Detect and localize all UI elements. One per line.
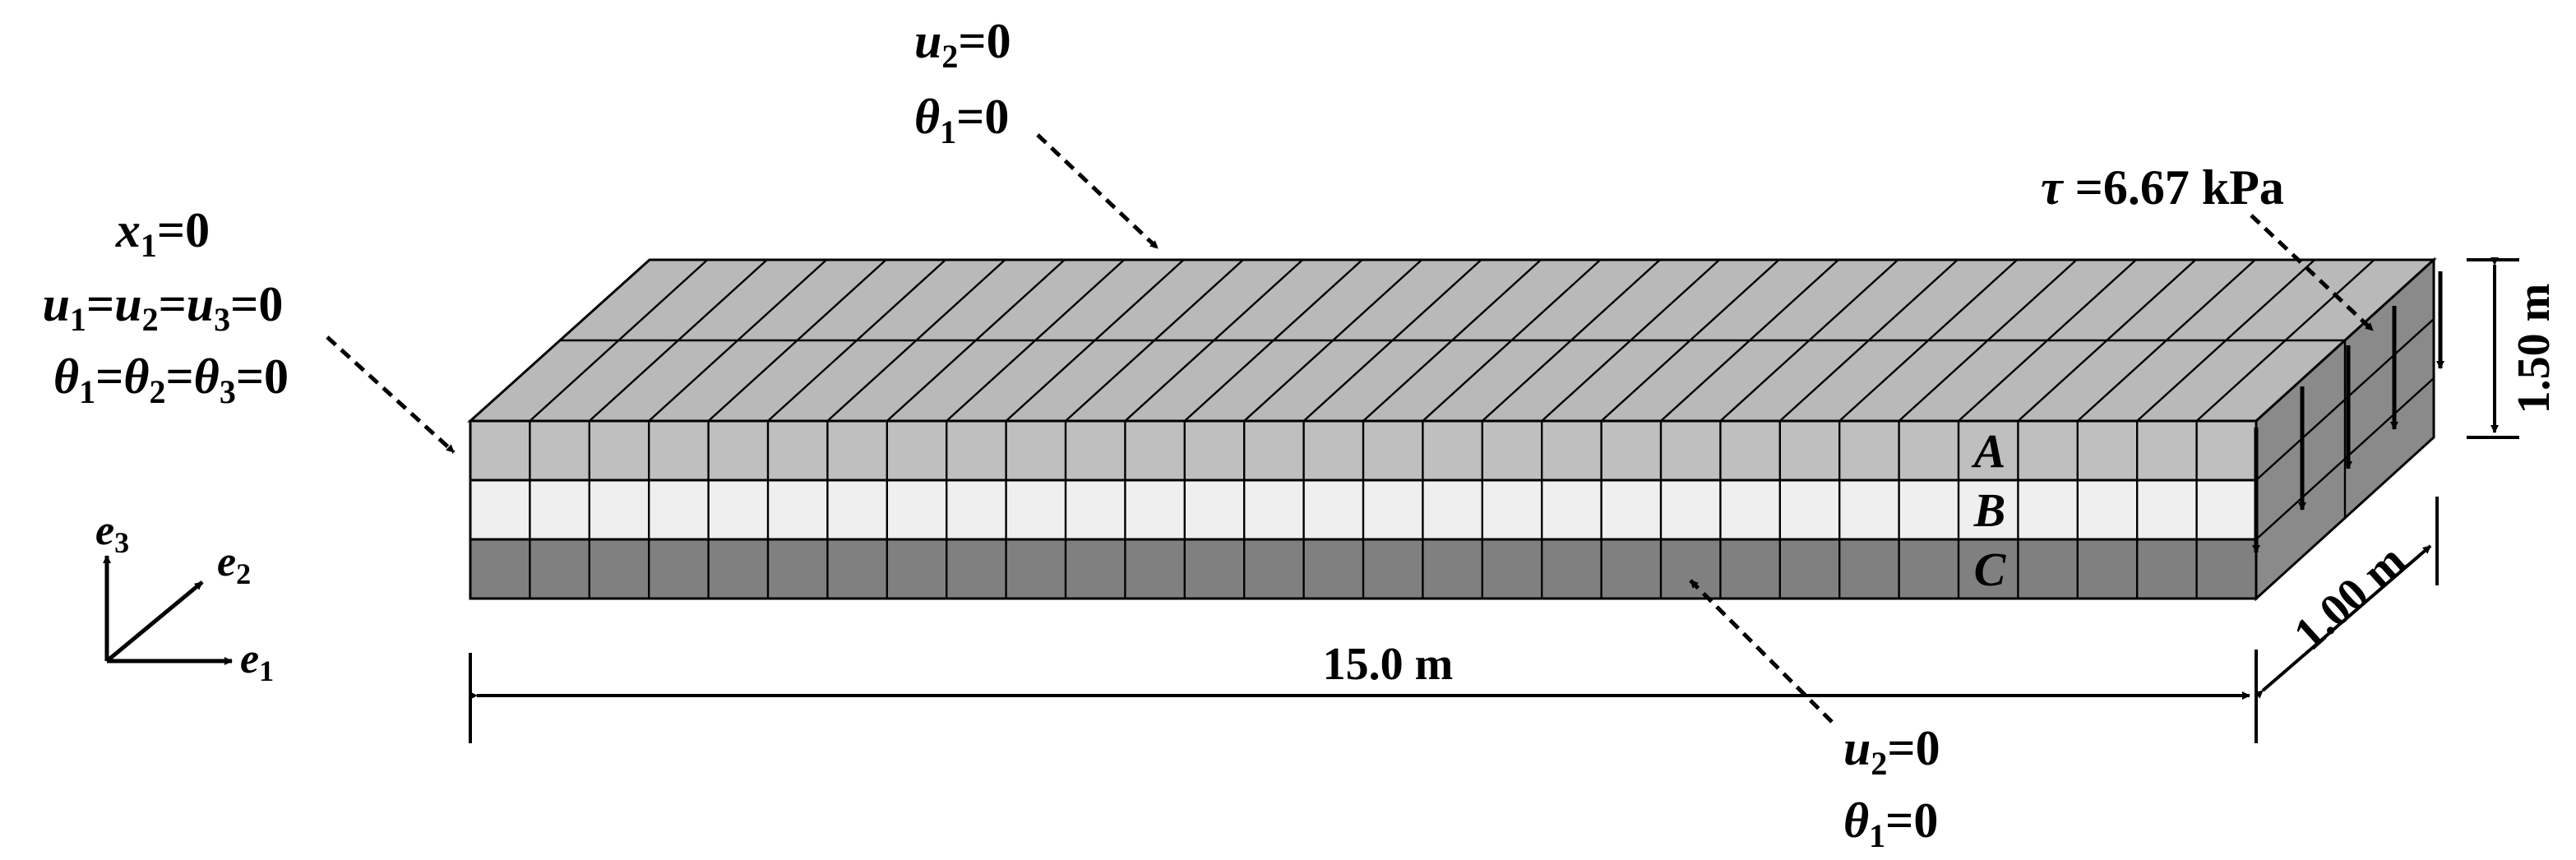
svg-text:u2=0: u2=0 [1843, 721, 1940, 782]
svg-text:θ1=0: θ1=0 [1843, 793, 1938, 854]
height-dimension: 1.50 m [2467, 257, 2560, 439]
bottom-bc-arrow [1689, 579, 1834, 724]
left-boundary-condition: x1=0 u1=u2=u3=0 θ1=θ2=θ3=0 [43, 203, 456, 454]
height-label: 1.50 m [2509, 284, 2560, 414]
traction-arrows [2252, 271, 2444, 553]
svg-text:θ1=θ2=θ3=0: θ1=θ2=θ3=0 [53, 349, 289, 410]
e1-label: e1 [240, 636, 274, 687]
e3-label: e3 [95, 507, 129, 559]
layer-label-c: C [1974, 543, 2007, 596]
e2-axis [105, 580, 204, 663]
e2-label: e2 [217, 539, 251, 590]
mesh-lines [529, 259, 2435, 599]
svg-text:θ1=0: θ1=0 [914, 90, 1009, 150]
top-bc-arrow [1036, 133, 1159, 250]
bottom-boundary-condition: u2=0 θ1=0 [1689, 579, 1940, 854]
traction-load: τ =6.67 kPa [2041, 160, 2375, 332]
coordinate-axes: e3 e2 e1 [95, 507, 274, 687]
mesh-end-layer-line [2255, 318, 2435, 481]
traction-arrow [2250, 214, 2375, 332]
svg-text:x1=0: x1=0 [115, 203, 210, 264]
beam-body [467, 257, 2437, 602]
svg-text:u2=0: u2=0 [914, 14, 1011, 75]
left-bc-arrow [326, 335, 456, 454]
length-label: 15.0 m [1323, 639, 1454, 690]
svg-text:τ =6.67 kPa: τ =6.67 kPa [2041, 160, 2284, 215]
layer-label-a: A [1972, 424, 2006, 478]
mesh-end-layer-line [2255, 377, 2435, 540]
length-dimension: 15.0 m [469, 639, 2258, 743]
layer-label-b: B [1973, 483, 2006, 537]
svg-text:u1=u2=u3=0: u1=u2=u3=0 [43, 277, 284, 338]
top-boundary-condition: u2=0 θ1=0 [914, 14, 1159, 250]
